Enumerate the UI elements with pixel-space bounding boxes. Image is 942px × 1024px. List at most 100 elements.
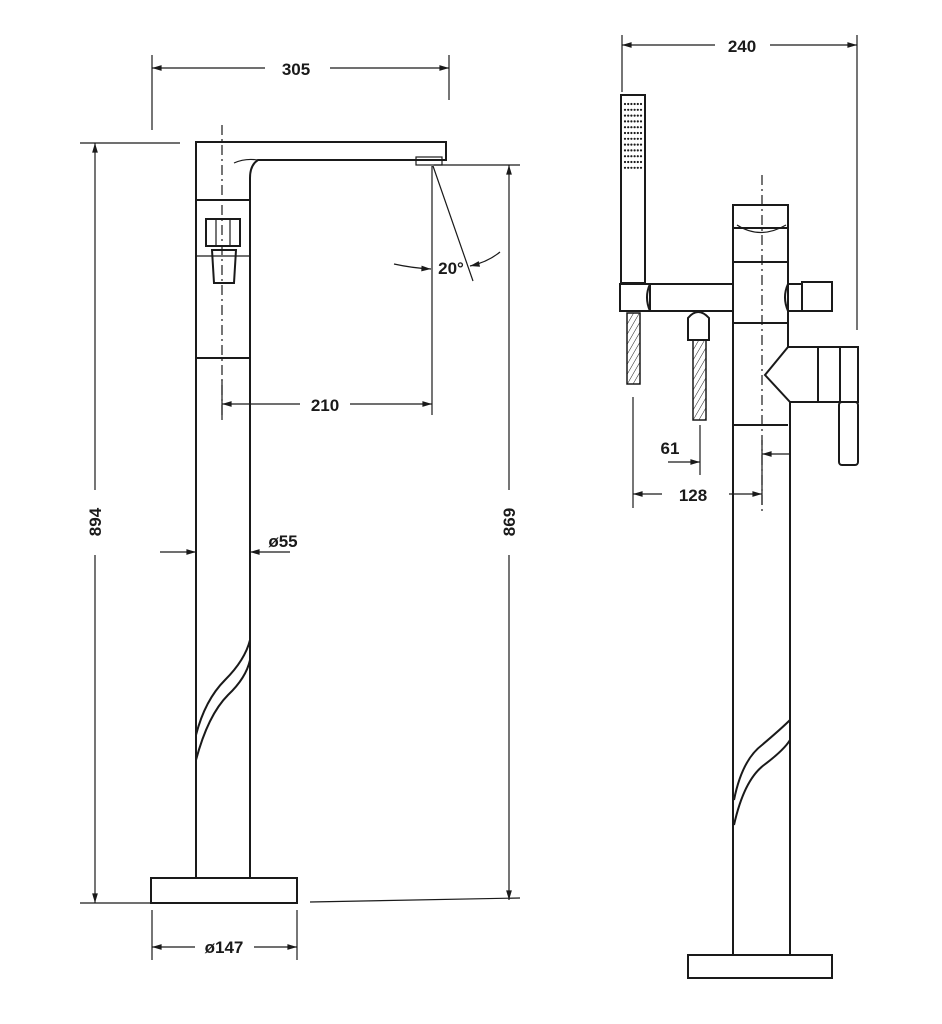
- nozzle-dot: [633, 126, 636, 129]
- nozzle-dot: [630, 143, 633, 146]
- nozzle-dot: [636, 114, 639, 117]
- nozzle-dot: [627, 137, 630, 140]
- spout-cap: [732, 204, 789, 229]
- nozzle-dot: [623, 137, 627, 140]
- nozzle-dot: [633, 143, 636, 146]
- nozzle-dot: [623, 126, 627, 129]
- nozzle-dot: [627, 166, 630, 169]
- nozzle-dot: [639, 114, 643, 117]
- mixer-lever: [838, 401, 859, 466]
- hose-section: [626, 312, 641, 385]
- side-view-mixer: [150, 125, 447, 904]
- nozzle-dot: [633, 114, 636, 117]
- handle-knob: [205, 218, 241, 247]
- nozzle-dot: [630, 108, 633, 111]
- nozzle-dot: [627, 126, 630, 129]
- nozzle-dot: [623, 131, 627, 135]
- dim-width-305: 305: [282, 60, 310, 79]
- nozzle-dot: [639, 120, 643, 123]
- nozzle-dot: [636, 166, 639, 169]
- nozzle-dot: [633, 155, 636, 158]
- nozzle-dot: [633, 120, 636, 123]
- nozzle-dot: [630, 131, 633, 135]
- nozzle-dot: [630, 166, 633, 169]
- nozzle-dot: [630, 114, 633, 117]
- nozzle-dot: [639, 108, 643, 111]
- nozzle-dot: [633, 131, 636, 135]
- diverter-knob: [801, 281, 833, 312]
- nozzle-dot: [627, 160, 630, 164]
- nozzle-dot: [633, 160, 636, 164]
- nozzle-dot: [630, 155, 633, 158]
- dim-front-width-240: 240: [728, 37, 756, 56]
- nozzle-dot: [623, 160, 627, 164]
- nozzle-dot: [627, 149, 630, 152]
- nozzle-dot: [630, 126, 633, 129]
- shower-spray-nozzles: [623, 102, 643, 169]
- nozzle-dot: [627, 102, 630, 106]
- nozzle-dot: [630, 149, 633, 152]
- dim-height-894: 894: [86, 507, 105, 536]
- nozzle-dot: [627, 120, 630, 123]
- nozzle-dot: [639, 102, 643, 106]
- nozzle-dot: [639, 166, 643, 169]
- nozzle-dot: [630, 137, 633, 140]
- nozzle-dot: [636, 137, 639, 140]
- nozzle-dot: [636, 126, 639, 129]
- nozzle-dot: [636, 102, 639, 106]
- dim-angle-20: 20°: [438, 259, 464, 278]
- nozzle-dot: [639, 126, 643, 129]
- hand-shower: [620, 94, 646, 284]
- nozzle-dot: [627, 143, 630, 146]
- nozzle-dot: [639, 143, 643, 146]
- nozzle-dot: [630, 160, 633, 164]
- nozzle-dot: [636, 108, 639, 111]
- front-view-dimensions: 240 61 128: [621, 35, 858, 508]
- nozzle-dot: [633, 149, 636, 152]
- side-view-dimensions: 305 894 869 210 20° ø55 ø147: [80, 55, 521, 960]
- dim-outlet-61: 61: [661, 439, 680, 458]
- nozzle-dot: [636, 131, 639, 135]
- nozzle-dot: [639, 149, 643, 152]
- nozzle-dot: [636, 149, 639, 152]
- nozzle-dot: [639, 131, 643, 135]
- front-view-mixer: [619, 94, 859, 979]
- nozzle-dot: [636, 160, 639, 164]
- nozzle-dot: [623, 120, 627, 123]
- dim-base-diameter: ø147: [205, 938, 244, 957]
- nozzle-dot: [639, 155, 643, 158]
- nozzle-dot: [639, 160, 643, 164]
- nozzle-dot: [633, 102, 636, 106]
- dim-handshower-128: 128: [679, 486, 707, 505]
- front-base-plate: [687, 954, 833, 979]
- nozzle-dot: [623, 155, 627, 158]
- mixer-lever-body: [763, 346, 841, 403]
- nozzle-dot: [633, 166, 636, 169]
- dim-projection-210: 210: [311, 396, 339, 415]
- dim-column-diameter: ø55: [268, 532, 297, 551]
- nozzle-dot: [623, 149, 627, 152]
- nozzle-dot: [636, 155, 639, 158]
- nozzle-dot: [630, 102, 633, 106]
- nozzle-dot: [623, 108, 627, 111]
- aerator: [415, 156, 443, 166]
- nozzle-dot: [623, 166, 627, 169]
- nozzle-dot: [630, 120, 633, 123]
- base-plate: [150, 877, 298, 904]
- nozzle-dot: [627, 131, 630, 135]
- nozzle-dot: [627, 114, 630, 117]
- nozzle-dot: [627, 155, 630, 158]
- outlet-hose-section: [692, 339, 707, 421]
- nozzle-dot: [627, 108, 630, 111]
- nozzle-dot: [636, 143, 639, 146]
- nozzle-dot: [633, 137, 636, 140]
- nozzle-dot: [639, 137, 643, 140]
- nozzle-dot: [623, 114, 627, 117]
- nozzle-dot: [623, 143, 627, 146]
- nozzle-dot: [633, 108, 636, 111]
- nozzle-dot: [623, 102, 627, 106]
- nozzle-dot: [636, 120, 639, 123]
- column-body: [195, 141, 447, 878]
